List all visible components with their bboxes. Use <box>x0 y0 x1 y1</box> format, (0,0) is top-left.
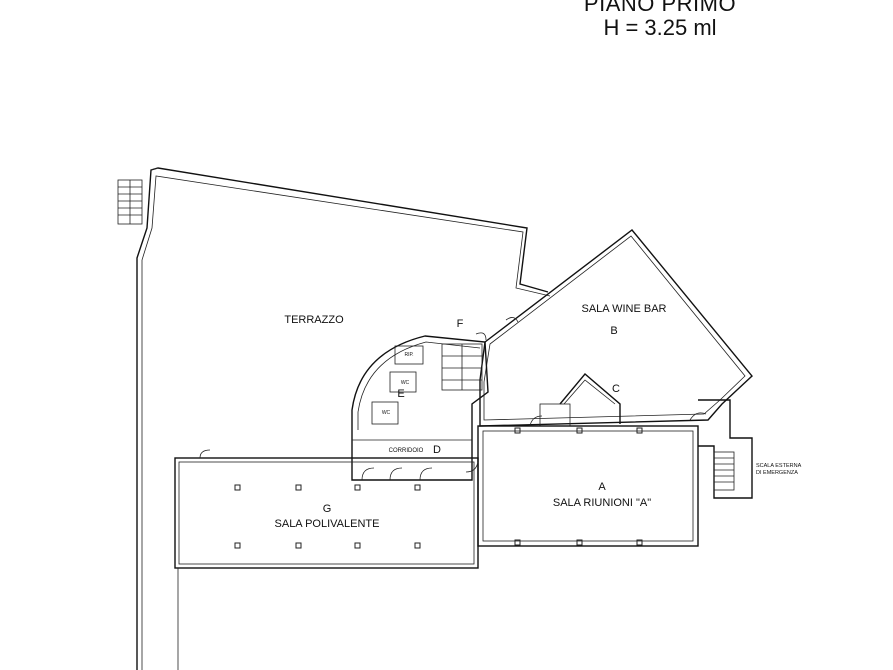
label-corridoio: CORRIDOIO <box>389 448 424 454</box>
door-swings <box>199 317 707 481</box>
label-wc-2: WC <box>382 410 391 416</box>
stair-top-left <box>117 179 143 225</box>
label-stair-2: DI EMERGENZA <box>756 470 798 476</box>
label-terrazzo: TERRAZZO <box>284 314 344 326</box>
label-wc-1: WC <box>401 380 410 386</box>
stair-emergency <box>698 399 753 499</box>
label-f: F <box>457 318 464 330</box>
label-c: C <box>612 383 620 395</box>
label-a: A <box>598 481 606 493</box>
label-rip: RIP. <box>404 352 413 358</box>
plan-title-height: H = 3.25 ml <box>603 15 717 40</box>
label-d: D <box>433 444 441 456</box>
plan-title: PIANO PRIMO H = 3.25 ml <box>540 0 780 40</box>
columns-room-g <box>234 484 421 549</box>
label-stair-1: SCALA ESTERNA <box>756 463 802 469</box>
label-g: G <box>323 503 332 515</box>
plan-title-floor: PIANO PRIMO <box>583 0 737 16</box>
columns-room-a <box>514 427 643 546</box>
central-core-outline <box>351 335 489 481</box>
room-wine-bar-outline <box>479 229 753 427</box>
terrace-outline <box>136 167 551 670</box>
room-g-outline <box>174 457 479 670</box>
label-e: E <box>397 388 404 400</box>
label-b: B <box>610 325 617 337</box>
label-wine-bar: SALA WINE BAR <box>582 303 667 315</box>
room-a-outline <box>477 425 699 547</box>
label-sala-riunioni: SALA RIUNIONI "A" <box>553 497 651 509</box>
label-sala-polivalente: SALA POLIVALENTE <box>275 518 380 530</box>
